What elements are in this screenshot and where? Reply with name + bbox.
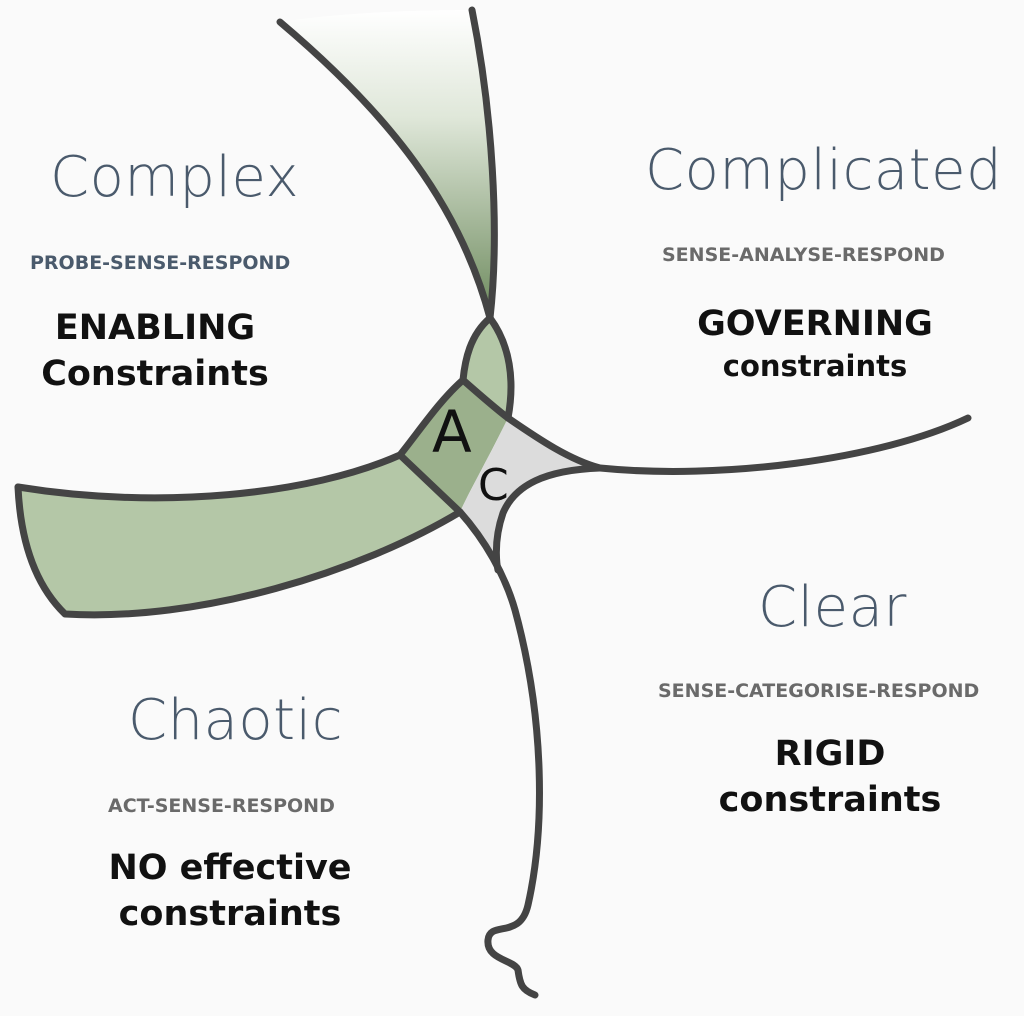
complicated-constraint-line2: constraints [722,348,908,383]
clear-title: Clear [758,575,907,640]
chaotic-constraint-line2: constraints [118,893,342,934]
clear-constraint: RIGID constraints [680,732,980,823]
boundary-complex-complicated [276,18,515,422]
chaotic-constraint-line1: NO effective [108,848,352,888]
complex-constraint: ENABLING Constraints [30,306,280,397]
clear-constraint-line2: constraints [718,779,942,820]
complex-constraint-line2: Constraints [41,353,269,394]
top-band-edge [459,6,498,384]
chaotic-constraint: NO effective constraints [90,846,370,937]
band-divider [396,451,464,516]
complicated-constraint-line1: GOVERNING [697,304,933,344]
complex-practice: PROBE-SENSE-RESPOND [30,252,291,274]
complicated-practice: SENSE-ANALYSE-RESPOND [662,244,945,266]
complicated-title: Complicated [645,138,1003,203]
confused-marker: C [478,460,509,511]
complex-title: Complex [50,145,300,210]
boundary-complicated-clear [504,414,972,475]
chaotic-practice: ACT-SENSE-RESPOND [108,795,335,817]
top-transition-band [280,10,495,318]
aporetic-marker: A [432,398,472,466]
left-band-edge [14,483,464,619]
clear-practice: SENSE-CATEGORISE-RESPOND [658,680,980,702]
complicated-constraint: GOVERNING constraints [670,302,960,385]
clear-constraint-line1: RIGID [774,734,886,774]
left-transition-band [18,455,460,615]
chaotic-title: Chaotic [128,688,343,753]
complex-constraint-line1: ENABLING [54,308,256,348]
boundary-chaotic-clear [456,508,543,999]
